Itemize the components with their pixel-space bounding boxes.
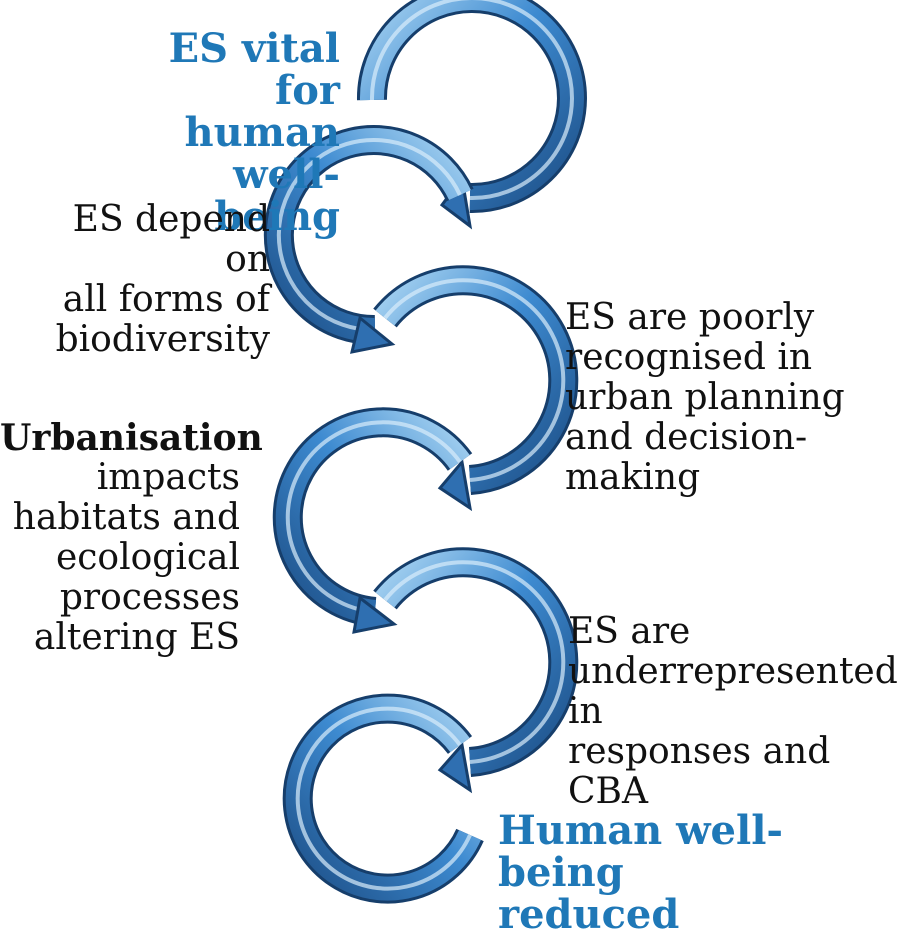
cycle-arrow-6 xyxy=(282,693,484,904)
step-3-line-1: ES are poorly xyxy=(565,297,815,338)
step-4-line-4: ecological xyxy=(55,537,240,578)
step-1-line-3: being xyxy=(214,193,340,240)
step-5-line-3: responses and CBA xyxy=(568,731,831,812)
step-6-line-1: Human well- xyxy=(498,807,783,854)
step-2-text: ES depend on all forms of biodiversity xyxy=(20,200,270,360)
cycle-arrow-3 xyxy=(373,265,579,512)
step-5-text: ES are underrepresented in responses and… xyxy=(568,612,898,812)
step-4-line-6: altering ES xyxy=(33,617,240,658)
step-3-line-2: recognised in xyxy=(565,337,813,378)
cycle-arrow-4 xyxy=(272,407,473,634)
cycle-arrow-5 xyxy=(373,547,579,794)
step-3-line-5: making xyxy=(565,457,701,498)
step-2-line-2: all forms of xyxy=(62,279,270,320)
step-4-line-5: processes xyxy=(59,577,240,618)
step-5-line-1: ES are xyxy=(568,611,691,652)
step-1-line-1: ES vital for xyxy=(168,25,340,114)
step-2-line-1: ES depend on xyxy=(72,199,270,280)
step-6-text: Human well- being reduced xyxy=(498,810,798,936)
step-6-line-2: being reduced xyxy=(498,849,680,938)
step-1-text: ES vital for human well- being xyxy=(100,28,340,238)
step-4-line-2: impacts xyxy=(96,457,240,498)
step-3-text: ES are poorly recognised in urban planni… xyxy=(565,298,865,498)
step-5-line-2: underrepresented in xyxy=(568,651,898,732)
step-3-line-3: urban planning xyxy=(565,377,845,418)
cycle-arrow-1 xyxy=(356,0,587,230)
step-4-line-3: habitats and xyxy=(12,497,240,538)
step-4-line-1: Urbanisation xyxy=(0,417,263,459)
cycle-arrow-2 xyxy=(263,125,474,354)
step-1-line-2: human well- xyxy=(184,109,341,198)
step-2-line-3: biodiversity xyxy=(55,319,270,360)
step-3-line-4: and decision- xyxy=(565,417,808,458)
step-4-text: Urbanisation impacts habitats and ecolog… xyxy=(0,417,263,658)
